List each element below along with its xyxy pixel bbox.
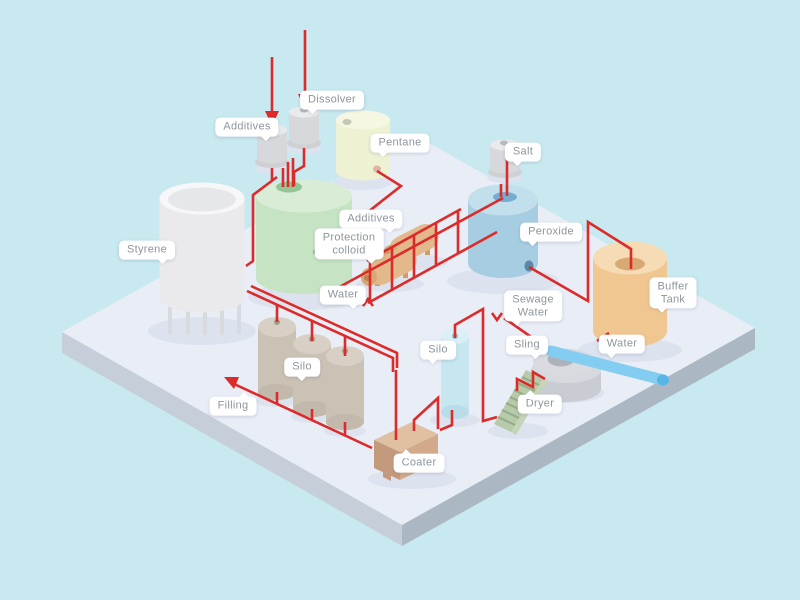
label-peroxide: Peroxide — [520, 222, 582, 242]
label-styrene: Styrene — [118, 240, 176, 260]
water-tube — [545, 345, 669, 386]
label-water-right: Water — [598, 334, 646, 354]
pipe-tank-inlets — [281, 158, 295, 187]
silo-tan-3 — [326, 346, 364, 430]
pipe-silo-blue-drop — [439, 410, 454, 432]
pipe-rungs — [368, 211, 460, 302]
styrene-tank — [159, 182, 245, 335]
label-salt: Salt — [504, 142, 542, 162]
label-dryer: Dryer — [517, 394, 563, 414]
pipe-rail-low — [367, 230, 498, 305]
pipe-dryer-silo — [453, 306, 498, 423]
label-silo-blue: Silo — [420, 340, 456, 360]
pipe-rack — [246, 284, 399, 372]
label-sewage-water: Sewage Water — [504, 290, 562, 322]
pipe-sling-dryer — [515, 369, 546, 391]
label-dissolver: Dissolver — [300, 90, 364, 110]
label-pentane: Pentane — [370, 133, 430, 153]
pipe-silo-drops — [275, 392, 347, 436]
label-buffer-tank: Buffer Tank — [649, 277, 697, 309]
pipe-filling — [231, 381, 373, 450]
styrene-tank-legs — [168, 296, 241, 335]
label-protection-colloid: Protection colloid — [314, 228, 384, 260]
label-coater: Coater — [393, 453, 445, 473]
pentane-vent — [342, 119, 352, 125]
dissolver-hopper — [287, 106, 321, 149]
label-sling: Sling — [506, 335, 548, 355]
pipe-coater-goalpost — [412, 395, 440, 431]
pipe-rail-mid — [331, 196, 504, 293]
pipe-styrene — [245, 175, 278, 268]
label-silo-tan: Silo — [284, 357, 320, 377]
pipe-peroxide-buffer — [528, 219, 633, 304]
label-filling: Filling — [209, 396, 257, 416]
label-water-mid: Water — [319, 285, 367, 305]
pipe-silo-risers — [275, 305, 347, 356]
water-arrow-chevron — [361, 296, 375, 307]
label-additives-top: Additives — [215, 117, 279, 137]
label-additives-mid: Additives — [339, 209, 403, 229]
sewage-arrow-chevron — [490, 312, 504, 323]
